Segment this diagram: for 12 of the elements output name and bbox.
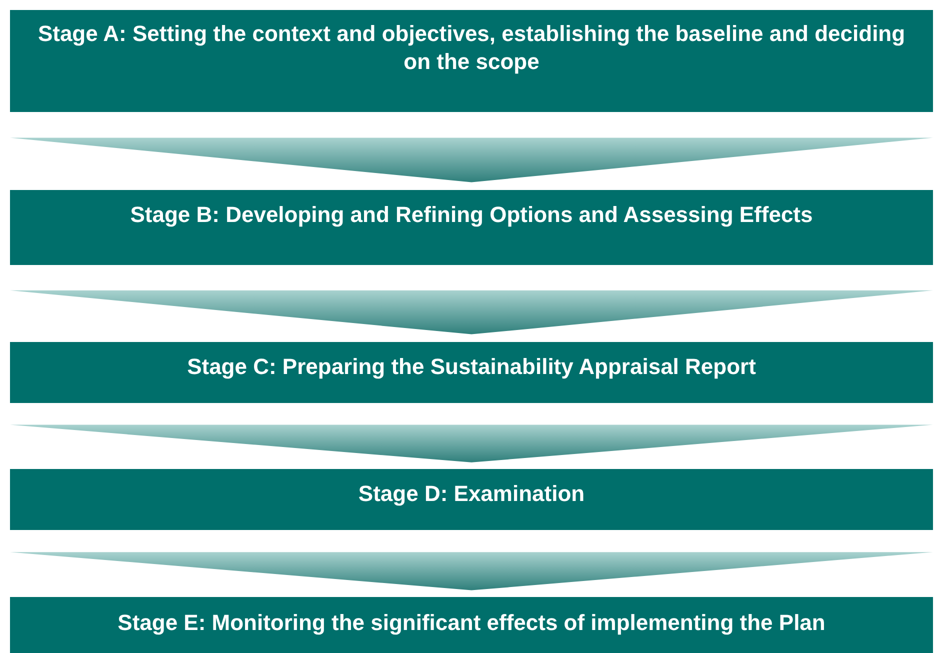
stage-box [10,342,933,403]
stage-box [10,190,933,265]
stage-box [10,597,933,653]
stage-label: Stage C: Preparing the Sustainability Appraisal Report [186,353,757,381]
stage-box [10,10,933,112]
chevron-arrow [10,552,933,590]
stage-label: Stage A: Setting the context and objectives, establishing the baseline and deciding on the scope [36,20,906,76]
chevron-arrow [10,138,933,182]
stage-label: Stage E: Monitoring the significant effects of implementing the Plan [116,609,826,637]
stage-label: Stage B: Developing and Refining Options and Assessing Effects [129,201,814,229]
stage-label: Stage D: Examination [357,480,586,508]
stage-box [10,469,933,530]
